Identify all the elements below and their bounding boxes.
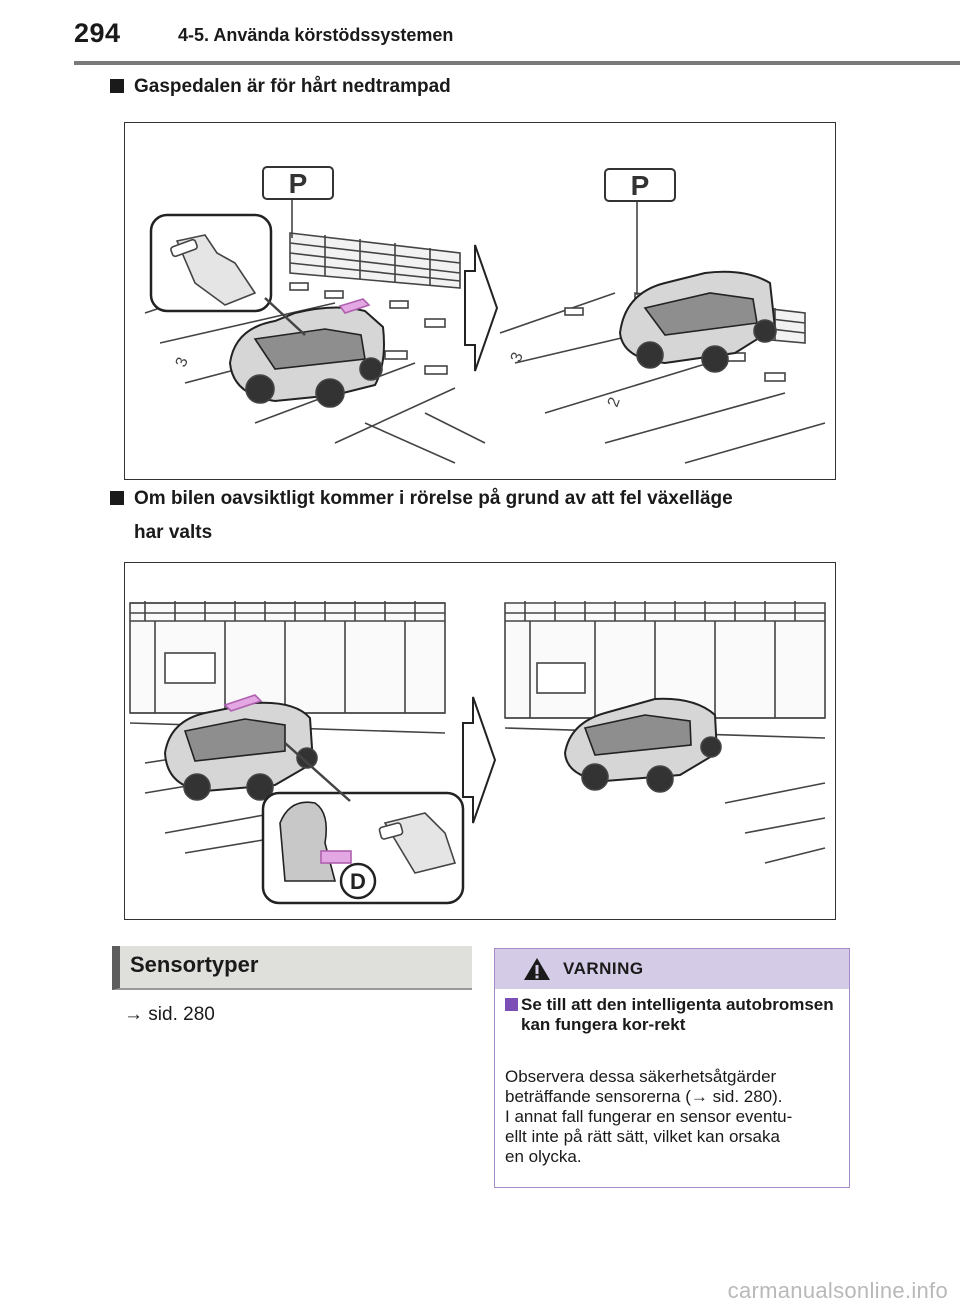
warning-triangle-icon	[524, 958, 550, 980]
warning-body: Observera dessa säkerhetsåtgärder beträf…	[505, 1067, 793, 1166]
page-reference[interactable]: → sid. 280	[124, 1004, 215, 1025]
gear-indicator-label: D	[350, 869, 366, 894]
space-number-left: 3	[173, 355, 192, 369]
warning-header: VARNING	[495, 949, 849, 989]
square-bullet-icon	[110, 491, 124, 505]
square-bullet-icon	[505, 998, 518, 1011]
chapter-title: 4-5. Använda körstödssystemen	[178, 25, 454, 45]
parking-sign-right: P	[631, 170, 650, 201]
storefront-illustration: D	[129, 601, 826, 905]
section-heading-accelerator: Gaspedalen är för hårt nedtrampad	[110, 70, 451, 104]
illustration-pedal-pressed: P P 3 3 2	[124, 122, 836, 480]
illustration-wrong-gear: D	[124, 562, 836, 920]
square-bullet-icon	[110, 79, 124, 93]
section-heading-wrong-gear: Om bilen oavsiktligt kommer i rörelse på…	[110, 482, 733, 550]
warning-label: VARNING	[563, 959, 644, 978]
header-rule	[74, 61, 960, 65]
page-number: 294	[74, 18, 121, 48]
warning-box: VARNING Se till att den intelligenta aut…	[494, 948, 850, 1188]
warning-subheading: Se till att den intelligenta autobromsen…	[505, 995, 835, 1035]
arrow-right-icon: →	[124, 1004, 143, 1025]
space-number-right-a: 3	[508, 350, 527, 364]
parking-sign-left: P	[289, 168, 308, 199]
space-number-right-b: 2	[605, 395, 624, 409]
parking-lot-illustration: P P 3 3 2	[144, 166, 826, 464]
watermark: carmanualsonline.info	[727, 1278, 948, 1303]
section-title-sensortyper: Sensortyper	[112, 946, 472, 990]
